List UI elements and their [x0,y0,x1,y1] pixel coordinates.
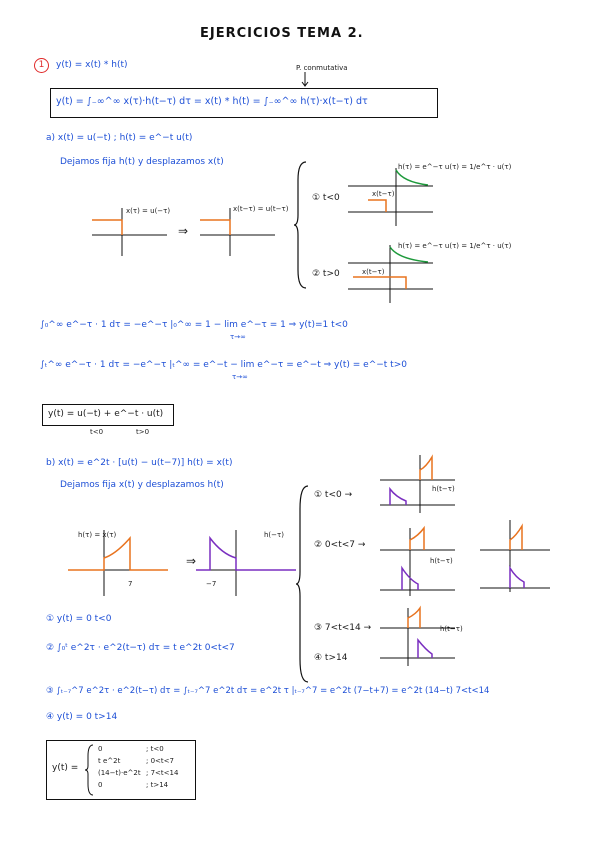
plot-h-minus-tau-label: h(−τ) [264,531,284,539]
plot-case-b3 [380,605,455,666]
case-b3-htt-label: h(t−τ) [440,625,463,633]
plot-case-a1 [348,168,433,226]
case-a2-label: ② t>0 [312,269,340,279]
result-a-sub1: t<0 [90,428,104,436]
plot-h-tau-label: h(τ) = x(τ) [78,531,117,539]
result-b-2: ② ∫₀ᵗ e^2τ · e^2(t−τ) dτ = t e^2t 0<t<7 [46,643,235,653]
cases-b-brace [295,485,309,683]
convolution-formula: y(t) = ∫₋∞^∞ x(τ)·h(t−τ) dτ = x(t) * h(t… [56,96,368,107]
integral-case-2-limit: τ→∞ [232,373,248,381]
final-brace [84,744,94,796]
final-y-label: y(t) = [52,763,79,773]
result-b-1: ① y(t) = 0 t<0 [46,614,112,624]
final-row-1-cond: ; 0<t<7 [146,757,174,765]
case-b2-htt-label: h(t−τ) [430,557,453,565]
final-row-3-expr: 0 [98,781,103,789]
exercise-number: 1 [34,58,49,73]
final-row-2-expr: (14−t)·e^2t [98,769,141,777]
result-b-3: ③ ∫ₜ₋₇^7 e^2τ · e^2(t−τ) dτ = ∫ₜ₋₇^7 e^2… [46,686,490,696]
convolution-formula-box [50,88,438,118]
case-b4-label: ④ t>14 [314,653,348,663]
case-b2-label: ② 0<t<7 → [314,540,366,550]
page-title: EJERCICIOS TEMA 2. [200,26,364,41]
integral-case-1-limit: τ→∞ [230,333,246,341]
final-row-2-cond: ; 7<t<14 [146,769,179,777]
final-row-0-cond: ; t<0 [146,745,164,753]
result-a-box [42,404,174,426]
part-a-description: Dejamos fija h(t) y desplazamos x(t) [60,157,224,167]
result-b-4: ④ y(t) = 0 t>14 [46,712,118,722]
final-row-3-cond: ; t>14 [146,781,169,789]
plot-h-tick-minus-7: −7 [206,580,217,588]
arrow-down-icon [301,72,309,87]
result-a-sub2: t>0 [136,428,150,436]
plot-case-a2 [348,245,433,303]
implies-arrow-b-icon: ⇒ [186,554,197,568]
case-b3-label: ③ 7<t<14 → [314,623,372,633]
plot-x-tau [92,208,167,256]
final-row-0-expr: 0 [98,745,103,753]
case-a2-h-label: h(τ) = e^−τ u(τ) = 1/e^τ · u(τ) [398,242,512,250]
integral-case-1: ∫₀^∞ e^−τ · 1 dτ = −e^−τ |₀^∞ = 1 − lim … [40,320,348,330]
implies-arrow-icon: ⇒ [178,224,189,238]
case-b1-label: ① t<0 → [314,490,353,500]
final-row-1-expr: t e^2t [98,757,121,765]
plot-case-b2-alt [480,520,550,592]
case-a1-x-label: x(t−τ) [372,190,395,198]
plot-h-tick-7: 7 [128,580,133,588]
cases-brace [293,161,307,289]
plot-x-tau-label: x(τ) = u(−τ) [126,207,171,215]
case-b1-htt-label: h(t−τ) [432,485,455,493]
case-a1-label: ① t<0 [312,193,340,203]
case-a2-x-label: x(t−τ) [362,268,385,276]
part-b-statement: b) x(t) = e^2t · [u(t) − u(t−7)] h(t) = … [46,458,233,468]
note-commutative: P. conmutativa [296,64,348,72]
plot-case-b2 [380,525,455,596]
integral-case-2: ∫ₜ^∞ e^−τ · 1 dτ = −e^−τ |ₜ^∞ = e^−t − l… [40,360,407,370]
part-b-description: Dejamos fija x(t) y desplazamos h(t) [60,480,224,490]
plot-x-t-minus-tau [200,208,275,256]
part-a-statement: a) x(t) = u(−t) ; h(t) = e^−t u(t) [46,133,193,143]
plot-x-t-minus-tau-label: x(t−τ) = u(t−τ) [233,205,289,213]
plot-case-b1 [380,454,455,513]
plot-h-minus-tau [196,530,296,596]
convolution-definition: y(t) = x(t) * h(t) [56,60,128,70]
plot-h-tau [68,530,168,596]
result-a: y(t) = u(−t) + e^−t · u(t) [48,409,164,419]
final-result-box [46,740,196,800]
case-a1-h-label: h(τ) = e^−τ u(τ) = 1/e^τ · u(τ) [398,163,512,171]
